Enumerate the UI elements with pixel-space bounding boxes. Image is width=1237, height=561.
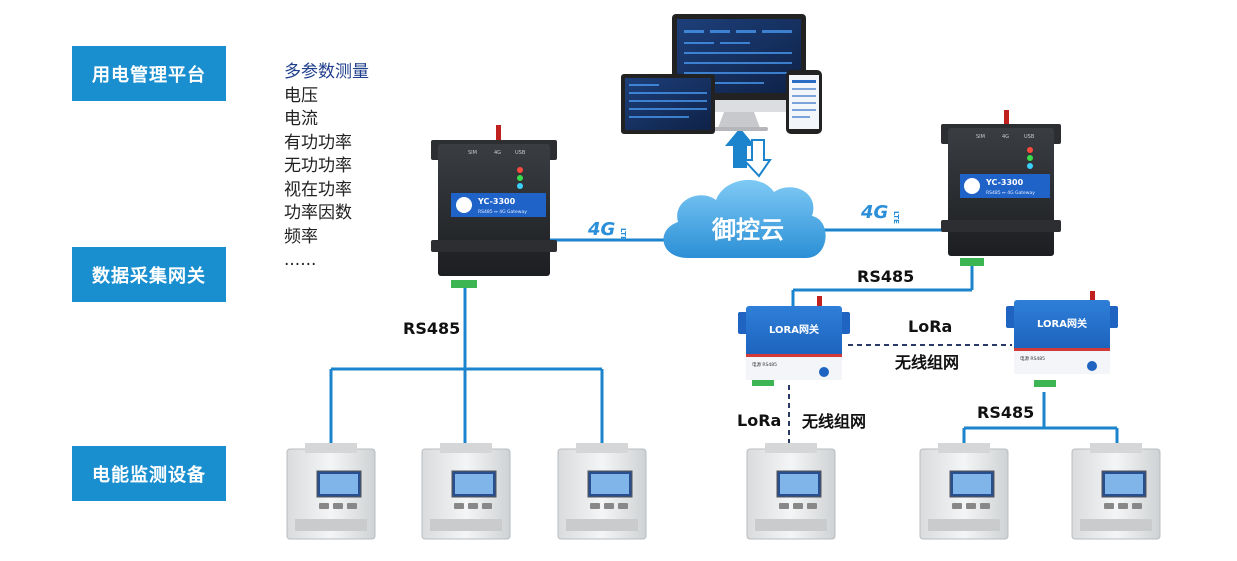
wireless-mesh-label-bottom: 无线组网 [801, 412, 866, 431]
wireless-mesh-label-mid: 无线组网 [894, 353, 959, 372]
level-device-label: 电能监测设备 [72, 446, 226, 501]
level-gateway-label: 数据采集网关 [72, 247, 226, 302]
svg-text:4G: 4G [494, 150, 501, 156]
lora-gateway-1: LORA网关 电源 RS485 [738, 296, 850, 386]
rs485-label-left: RS485 [403, 319, 460, 338]
lora-gateway-2: LORA网关 电源 RS485 [1006, 291, 1118, 387]
energy-meter [557, 443, 647, 540]
svg-text:LTE: LTE [892, 211, 900, 224]
wireless-dashed-lines [788, 344, 1012, 450]
svg-text:RS485 ↔ 4G Gateway: RS485 ↔ 4G Gateway [478, 209, 527, 215]
energy-meter [1071, 443, 1161, 540]
up-down-arrow-icon [725, 128, 772, 178]
svg-text:4G: 4G [860, 202, 888, 223]
energy-meter [746, 443, 836, 540]
svg-text:4G: 4G [587, 219, 615, 240]
svg-text:YC-3300: YC-3300 [985, 178, 1024, 187]
parameter-item: ...... [284, 250, 317, 270]
svg-text:4G: 4G [1002, 134, 1009, 140]
svg-text:SIM: SIM [468, 150, 477, 156]
svg-text:YC-3300: YC-3300 [477, 197, 516, 206]
energy-meter [919, 443, 1009, 540]
svg-text:USB: USB [515, 150, 526, 156]
parameter-item: 电流 [284, 109, 318, 129]
svg-text:USB: USB [1024, 134, 1035, 140]
svg-text:LORA网关: LORA网关 [1037, 317, 1087, 330]
svg-text:RS485 ↔ 4G Gateway: RS485 ↔ 4G Gateway [986, 190, 1035, 196]
4g-lte-badge-right: 4G LTE [860, 202, 900, 224]
gateway-yc3300-left: SIM 4G USB YC-3300 RS485 ↔ 4G Gateway [431, 125, 557, 288]
rs485-label-bottom-right: RS485 [977, 403, 1034, 422]
parameter-list: 多参数测量 电压 电流 有功功率 无功功率 视在功率 功率因数 频率 .....… [284, 61, 369, 273]
svg-text:LTE: LTE [619, 228, 627, 241]
lora-label-mid: LoRa [908, 317, 952, 336]
parameter-item: 功率因数 [284, 203, 352, 223]
parameter-item: 频率 [284, 226, 318, 247]
phone-icon [786, 70, 822, 134]
svg-text:SIM: SIM [976, 134, 985, 140]
parameter-item: 视在功率 [284, 179, 352, 200]
energy-meter [421, 443, 511, 540]
level-platform-label: 用电管理平台 [72, 46, 226, 101]
svg-text:LORA网关: LORA网关 [769, 323, 819, 336]
parameter-item: 无功功率 [284, 156, 352, 176]
parameter-item: 电压 [284, 85, 318, 106]
cloud-label: 御控云 [711, 216, 784, 244]
parameter-list-title: 多参数测量 [284, 62, 369, 82]
laptop-icon [621, 74, 715, 134]
rs485-label-top-right: RS485 [857, 267, 914, 286]
gateway-yc3300-right: SIM 4G USB YC-3300 RS485 ↔ 4G Gateway [941, 110, 1061, 266]
parameter-item: 有功功率 [284, 132, 352, 153]
svg-text:电源 RS485: 电源 RS485 [1020, 355, 1045, 362]
cloud-icon: 御控云 [663, 179, 826, 258]
lora-label-bottom: LoRa [737, 411, 781, 430]
svg-text:电源 RS485: 电源 RS485 [752, 361, 777, 368]
energy-meter [286, 443, 376, 540]
4g-lte-badge-left: 4G LTE [587, 219, 627, 241]
